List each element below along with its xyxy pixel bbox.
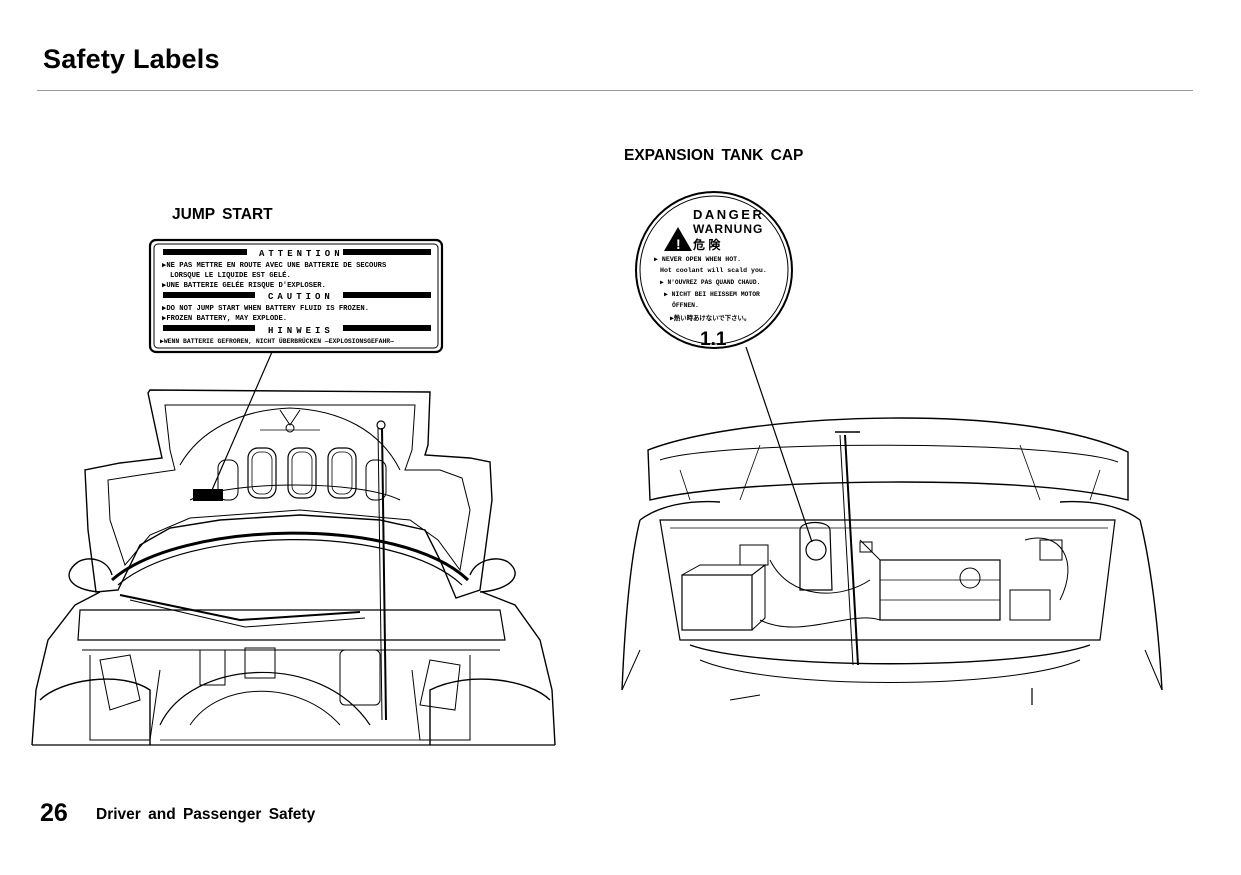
label-line: Hot coolant will scald you. [660,267,767,274]
warnung-heading: WARNUNG [693,222,763,236]
label-line: ▶ N'OUVREZ PAS QUAND CHAUD. [660,279,760,286]
page-number: 26 [40,799,68,827]
caution-heading: CAUTION [268,292,334,302]
page-title: Safety Labels [43,44,220,74]
label-line: ▶UNE BATTERIE GELÉE RISQUE D'EXPLOSER. [162,281,326,290]
danger-heading: DANGER [693,207,764,222]
label-line: ÖFFNEN. [672,301,699,309]
attention-heading: ATTENTION [259,249,344,259]
section-name: Driver and Passenger Safety [96,806,316,823]
label-line: ▶ NICHT BEI HEISSEM MOTOR [664,291,760,298]
label-line: ▶FROZEN BATTERY, MAY EXPLODE. [162,315,287,323]
pressure-rating: 1.1 [700,329,727,350]
jump-start-leader-line [211,351,273,491]
jump-start-label: ATTENTION ▶NE PAS METTRE EN ROUTE AVEC U… [148,238,444,354]
hinweis-heading: HINWEIS [268,326,334,336]
jump-start-caption: JUMP START [172,206,273,223]
expansion-tank-cap-label: ! DANGER WARNUNG 危 険 ▶ NEVER OPEN WHEN H… [635,191,793,350]
svg-text:!: ! [676,236,681,252]
expansion-tank-cap-caption: EXPANSION TANK CAP [624,147,804,164]
label-line: ▶熱い時あけないで下さい。 [670,313,750,322]
label-line: LORSQUE LE LIQUIDE EST GELÉ. [170,271,291,280]
label-line: ▶DO NOT JUMP START WHEN BATTERY FLUID IS… [162,305,369,313]
title-divider [37,90,1193,91]
expansion-tank-leader-line [745,346,813,543]
jump-start-car-drawing [31,389,556,746]
label-line: ▶WENN BATTERIE GEFROREN, NICHT ÜBERBRÜCK… [160,337,394,345]
kiken-heading: 危 険 [692,237,721,252]
label-line: ▶ NEVER OPEN WHEN HOT. [654,256,741,263]
expansion-tank-car-drawing [621,417,1163,705]
label-line: ▶NE PAS METTRE EN ROUTE AVEC UNE BATTERI… [162,262,387,270]
